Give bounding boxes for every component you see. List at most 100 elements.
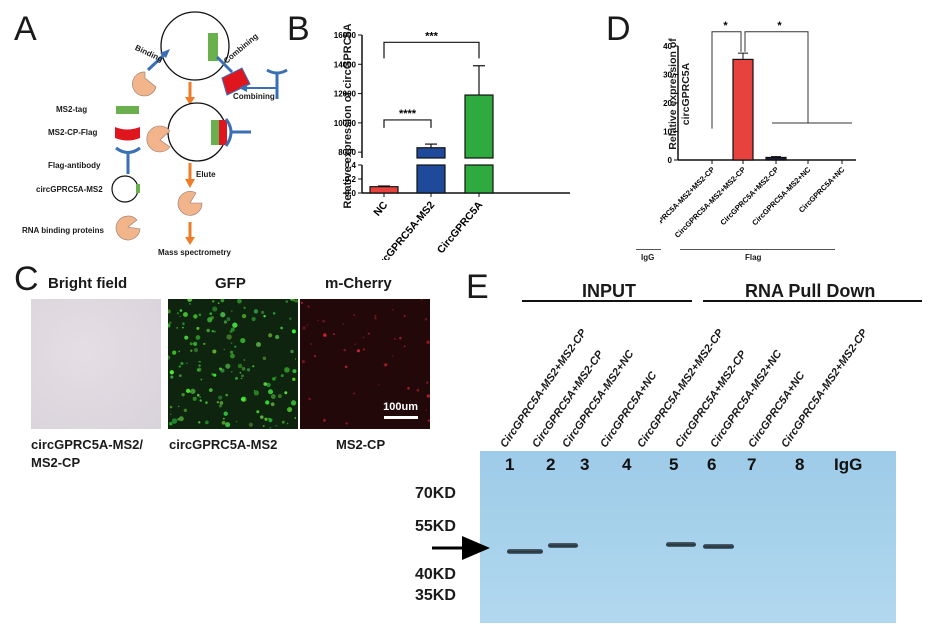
bright-field-image bbox=[31, 299, 161, 429]
panel-label-e: E bbox=[466, 268, 489, 306]
gfp-cell bbox=[294, 417, 297, 419]
gfp-cell bbox=[268, 417, 270, 420]
marker-35kd: 35KD bbox=[415, 587, 456, 604]
mcherry-cell bbox=[313, 355, 317, 358]
caption-bright-field-line1: circGPRC5A-MS2/ bbox=[31, 437, 143, 452]
gfp-cell bbox=[243, 359, 246, 361]
tick-label: 10000 bbox=[334, 119, 357, 128]
gfp-cell bbox=[230, 353, 235, 359]
mcherry-cell bbox=[425, 409, 427, 411]
mcherry-cell bbox=[345, 422, 348, 425]
gfp-cell bbox=[168, 323, 171, 328]
legend-circgprc5a-ms2: circGPRC5A-MS2 bbox=[36, 185, 103, 194]
gfp-cell bbox=[196, 393, 200, 397]
mcherry-image: 100um bbox=[300, 299, 430, 429]
orange-arrowhead-2 bbox=[185, 179, 195, 188]
gfp-cell bbox=[253, 309, 259, 314]
x-tick-label: CircGPRC5A+MS2-CP bbox=[718, 165, 780, 227]
tick-label: 14000 bbox=[334, 60, 357, 69]
protein-band bbox=[703, 544, 734, 549]
gfp-cell bbox=[176, 312, 179, 315]
antibody-top bbox=[266, 68, 288, 99]
rbp-top bbox=[132, 71, 157, 97]
gfp-cell bbox=[255, 341, 262, 348]
mcherry-cell bbox=[317, 319, 319, 321]
mcherry-cell bbox=[353, 392, 356, 395]
tick-label: 16000 bbox=[334, 31, 357, 40]
mcherry-cell bbox=[300, 301, 303, 304]
gfp-cell bbox=[248, 422, 253, 427]
gfp-cell bbox=[197, 367, 202, 372]
tick-label: 40 bbox=[663, 42, 672, 51]
mcherry-cell bbox=[426, 381, 429, 384]
gfp-cell bbox=[218, 395, 223, 400]
gfp-cell bbox=[170, 413, 172, 415]
ms2-cp-top bbox=[221, 67, 251, 96]
mcherry-cell bbox=[393, 337, 396, 340]
gfp-cell bbox=[216, 401, 220, 404]
mcherry-cell bbox=[302, 326, 306, 330]
mcherry-cell bbox=[399, 336, 402, 340]
mcherry-cell bbox=[308, 397, 312, 401]
mcherry-cell bbox=[378, 384, 380, 386]
legend-circ-tag bbox=[136, 184, 140, 193]
gfp-cell bbox=[190, 349, 193, 352]
mcherry-cell bbox=[374, 317, 377, 320]
gfp-cell bbox=[240, 337, 246, 344]
gfp-cell bbox=[190, 388, 196, 394]
gfp-cell bbox=[256, 410, 260, 414]
gfp-cell bbox=[198, 364, 201, 367]
gfp-cell bbox=[275, 424, 278, 427]
gfp-cell bbox=[178, 416, 184, 422]
combining-arrowhead-right bbox=[239, 84, 247, 92]
mcherry-cell bbox=[344, 365, 348, 369]
gfp-cell bbox=[262, 424, 265, 428]
gfp-cell bbox=[225, 422, 231, 428]
gfp-cell bbox=[182, 312, 188, 317]
gfp-cell bbox=[261, 310, 265, 315]
gfp-cell bbox=[211, 330, 214, 333]
lane-number: 1 bbox=[505, 455, 515, 474]
gfp-cell bbox=[210, 316, 214, 320]
gfp-cell bbox=[241, 367, 246, 371]
legend-circ-swatch bbox=[111, 175, 139, 203]
ms2-tag-middle bbox=[211, 120, 219, 145]
elute-annotation: Elute bbox=[196, 170, 216, 179]
protein-band bbox=[548, 543, 578, 548]
legend-rna-binding-proteins: RNA binding proteins bbox=[22, 226, 104, 235]
legend-flag-antibody-swatch bbox=[115, 146, 141, 174]
scale-bar-label: 100um bbox=[383, 401, 418, 413]
gfp-cell bbox=[200, 378, 203, 381]
marker-70kd: 70KD bbox=[415, 485, 456, 502]
gfp-cell bbox=[294, 358, 297, 360]
gfp-cell bbox=[285, 300, 289, 303]
tick-label: 0.4 bbox=[345, 161, 357, 170]
gfp-cell bbox=[192, 341, 198, 347]
gfp-cell bbox=[199, 396, 201, 398]
sig-bracket bbox=[383, 119, 432, 128]
gfp-cell bbox=[198, 313, 202, 317]
scale-bar bbox=[384, 416, 418, 419]
header-pulldown-line bbox=[703, 300, 922, 302]
gfp-cell bbox=[168, 309, 171, 314]
mcherry-cell bbox=[392, 309, 394, 311]
gfp-cell bbox=[219, 367, 222, 371]
panel-label-a: A bbox=[14, 10, 37, 48]
panel-label-d: D bbox=[606, 10, 631, 48]
gfp-cell bbox=[289, 317, 292, 320]
lane-number: 2 bbox=[546, 455, 556, 474]
legend-rbp-swatch bbox=[115, 215, 141, 241]
gfp-cell bbox=[251, 316, 256, 322]
gfp-cell bbox=[218, 404, 222, 408]
gfp-cell bbox=[178, 405, 180, 408]
lane-number: 8 bbox=[795, 455, 805, 474]
gfp-cell bbox=[189, 391, 192, 393]
mcherry-cell bbox=[420, 299, 423, 301]
mcherry-cell bbox=[301, 360, 306, 364]
gfp-image bbox=[168, 299, 298, 429]
gfp-cell bbox=[168, 355, 171, 360]
image-title-mcherry: m-Cherry bbox=[325, 275, 392, 292]
gfp-cell bbox=[225, 393, 229, 397]
mcherry-cell bbox=[342, 323, 344, 325]
rbp-eluted bbox=[177, 191, 203, 216]
